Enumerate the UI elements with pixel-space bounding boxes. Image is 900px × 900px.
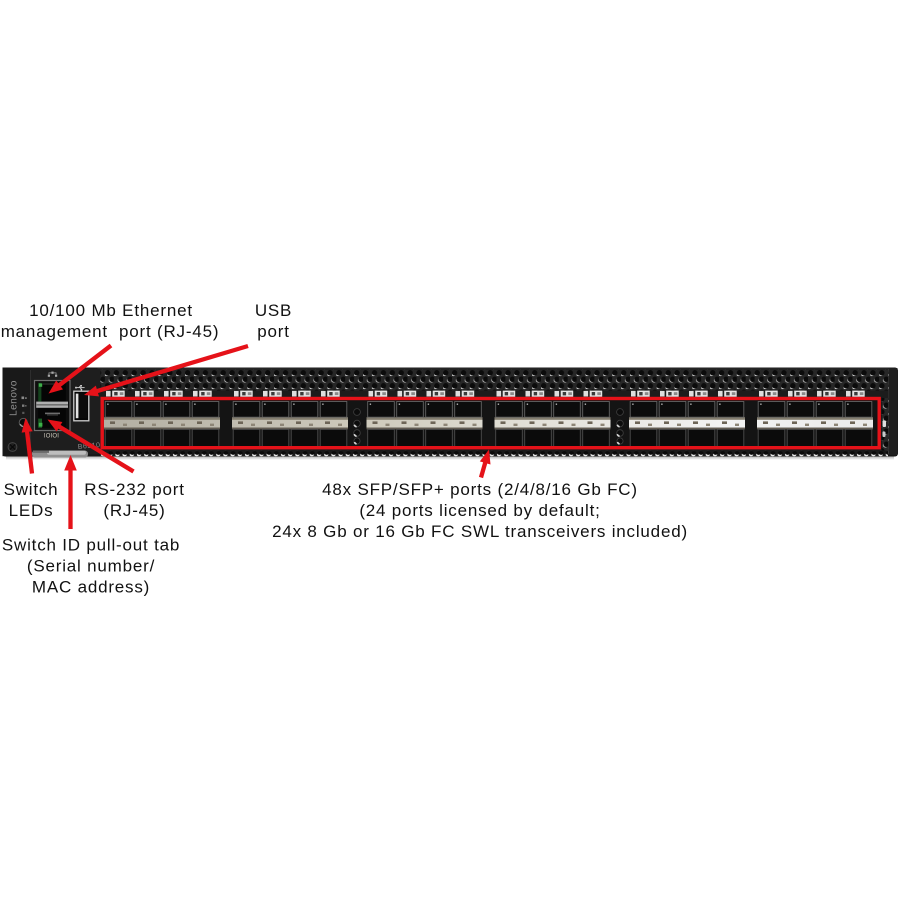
svg-text:USB: USB [255, 301, 292, 320]
svg-text:LEDs: LEDs [9, 501, 54, 520]
svg-text:24x 8 Gb or 16 Gb FC SWL trans: 24x 8 Gb or 16 Gb FC SWL transceivers in… [272, 522, 688, 541]
svg-text:Lenovo: Lenovo [8, 380, 19, 416]
svg-text:port: port [257, 322, 290, 341]
svg-text:Switch ID pull-out tab: Switch ID pull-out tab [2, 536, 180, 555]
svg-text:RS-232 port: RS-232 port [84, 480, 184, 499]
svg-text:IOIOI: IOIOI [44, 434, 59, 440]
svg-text:10/100 Mb Ethernet: 10/100 Mb Ethernet [29, 301, 193, 320]
svg-text:(24 ports licensed by default;: (24 ports licensed by default; [359, 501, 600, 520]
svg-text:(RJ-45): (RJ-45) [103, 501, 165, 520]
svg-text:(Serial number/: (Serial number/ [27, 557, 155, 576]
svg-text:management port (RJ-45): management port (RJ-45) [1, 322, 220, 341]
svg-text:Switch: Switch [4, 480, 59, 499]
svg-text:48x SFP/SFP+ ports (2/4/8/16 G: 48x SFP/SFP+ ports (2/4/8/16 Gb FC) [322, 480, 638, 499]
svg-text:MAC address): MAC address) [32, 578, 150, 597]
